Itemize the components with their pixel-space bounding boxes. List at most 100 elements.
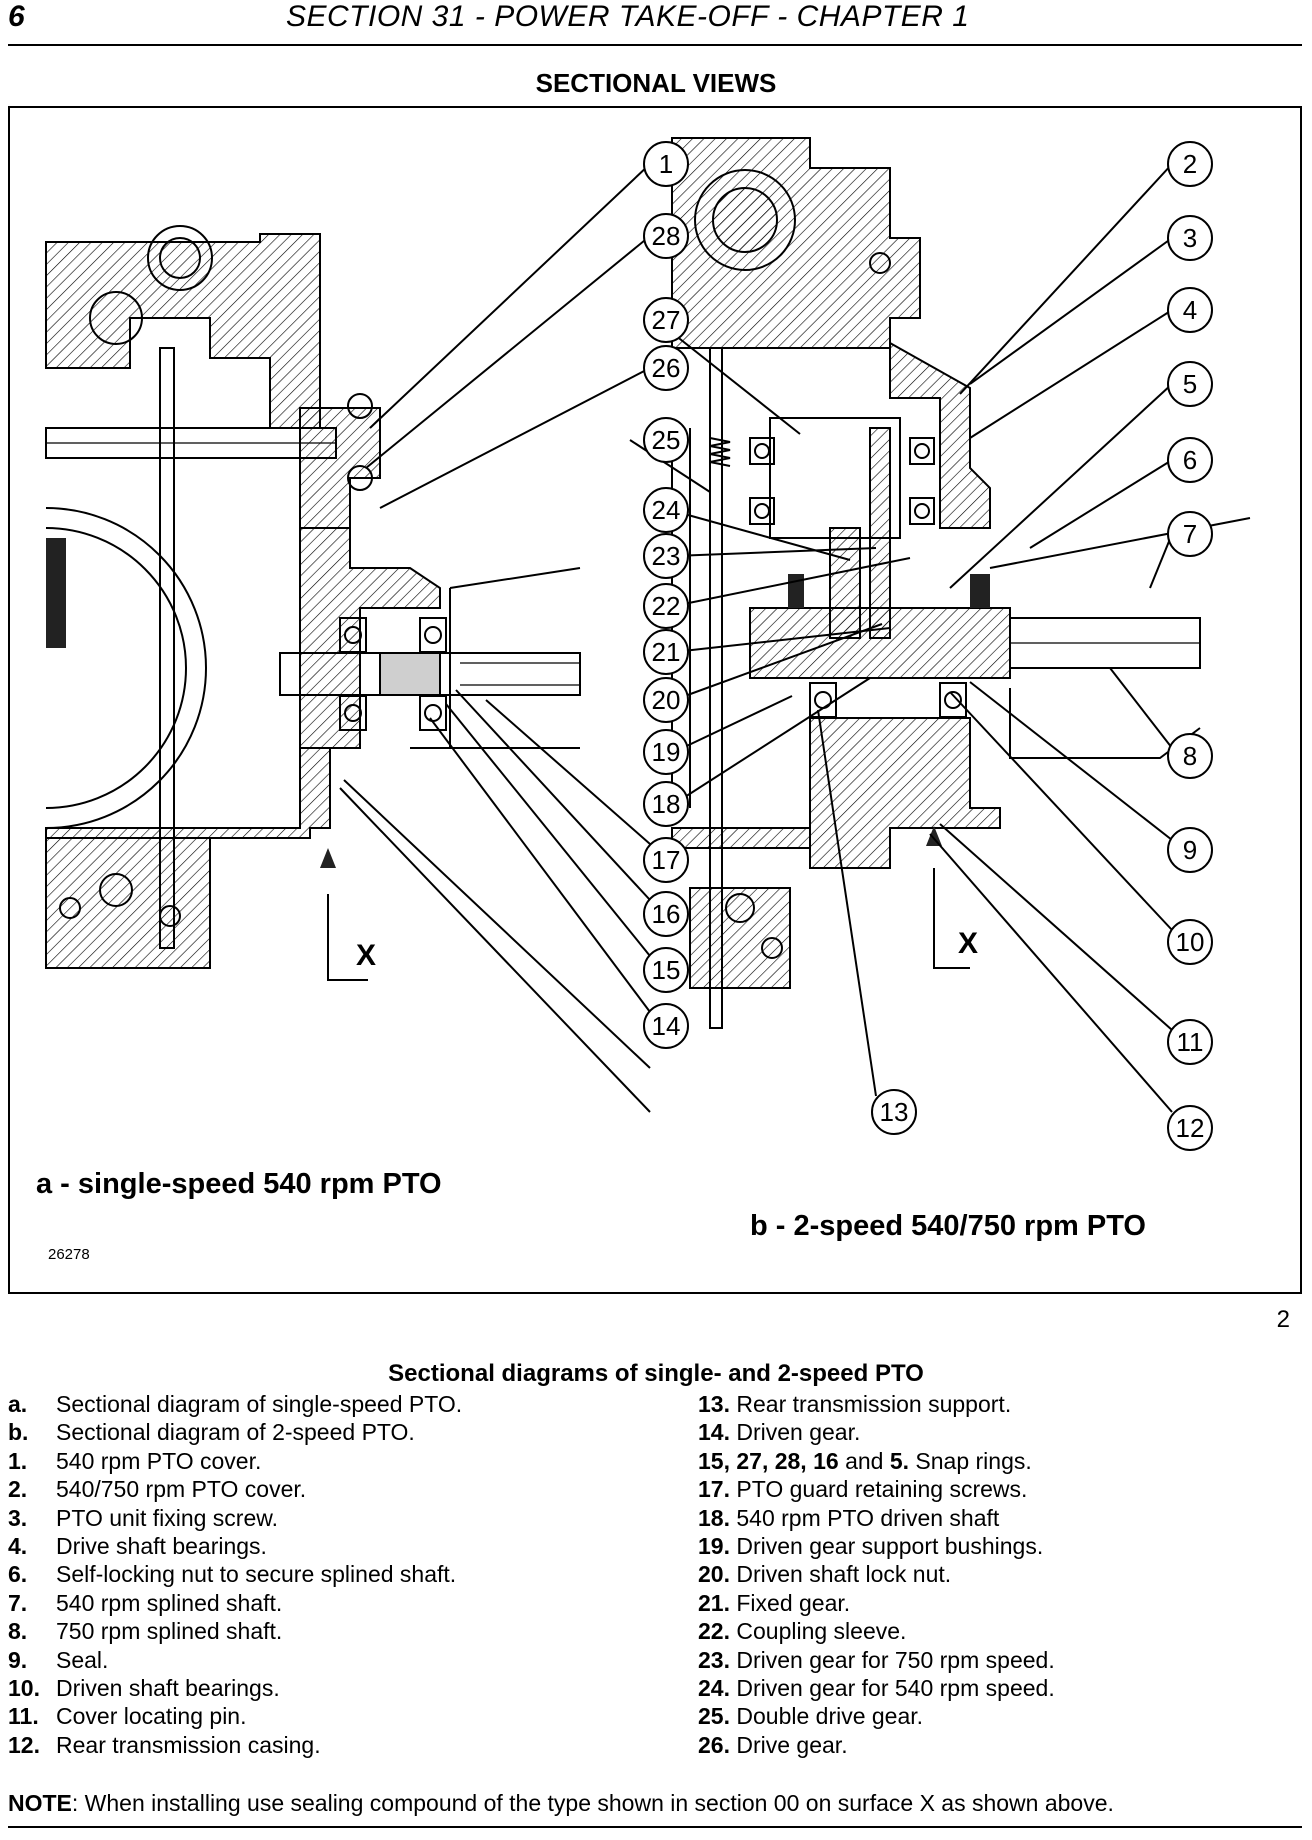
legend-item: b.Sectional diagram of 2-speed PTO. [8, 1419, 415, 1446]
legend-item: 19. Driven gear support bushings. [698, 1533, 1044, 1560]
callout-23: 23 [643, 533, 689, 579]
legend-item: 14. Driven gear. [698, 1419, 861, 1446]
svg-text:24: 24 [652, 495, 681, 525]
svg-text:17: 17 [652, 845, 681, 875]
legend-item: 17. PTO guard retaining screws. [698, 1476, 1028, 1503]
callout-8: 8 [1167, 733, 1213, 779]
svg-text:19: 19 [652, 737, 681, 767]
callout-16: 16 [643, 891, 689, 937]
callout-1: 1 [643, 141, 689, 187]
callout-18: 18 [643, 781, 689, 827]
callout-3: 3 [1167, 215, 1213, 261]
svg-text:22: 22 [652, 591, 681, 621]
svg-text:16: 16 [652, 899, 681, 929]
callout-14: 14 [643, 1003, 689, 1049]
svg-text:8: 8 [1183, 741, 1197, 771]
header-rule [8, 44, 1302, 46]
legend-item: 2.540/750 rpm PTO cover. [8, 1476, 307, 1503]
legend-item: 3.PTO unit fixing screw. [8, 1504, 278, 1531]
note-text: : When installing use sealing compound o… [71, 1790, 1114, 1816]
legend-item: 4.Drive shaft bearings. [8, 1533, 267, 1560]
legend-left-column: a.Sectional diagram of single-speed PTO.… [8, 1390, 668, 1759]
callout-22: 22 [643, 583, 689, 629]
svg-text:11: 11 [1177, 1027, 1204, 1057]
callout-19: 19 [643, 729, 689, 775]
legend-title: Sectional diagrams of single- and 2-spee… [388, 1360, 924, 1387]
svg-text:3: 3 [1183, 223, 1197, 253]
callout-24: 24 [643, 487, 689, 533]
legend-item: 12.Rear transmission casing. [8, 1731, 321, 1758]
legend-item: 1.540 rpm PTO cover. [8, 1447, 262, 1474]
callout-2: 2 [1167, 141, 1213, 187]
svg-text:28: 28 [652, 221, 681, 251]
svg-text:20: 20 [652, 685, 681, 715]
callout-9: 9 [1167, 827, 1213, 873]
svg-text:1: 1 [659, 149, 673, 179]
surface-x-label-b: X [958, 927, 978, 960]
legend-item: 22. Coupling sleeve. [698, 1618, 907, 1645]
callout-20: 20 [643, 677, 689, 723]
legend-item: 7.540 rpm splined shaft. [8, 1589, 283, 1616]
sectional-drawing: X [45, 137, 1251, 1151]
svg-text:6: 6 [1183, 445, 1197, 475]
legend-item: 8.750 rpm splined shaft. [8, 1618, 283, 1645]
callout-5: 5 [1167, 361, 1213, 407]
callout-26: 26 [643, 345, 689, 391]
figure-title: SECTIONAL VIEWS [535, 68, 777, 98]
footer-rule [8, 1826, 1302, 1828]
callout-27: 27 [643, 297, 689, 343]
installation-note: NOTE: When installing use sealing compou… [8, 1790, 1114, 1817]
legend-item: 24. Driven gear for 540 rpm speed. [698, 1675, 1055, 1702]
figure-number: 2 [1276, 1306, 1290, 1333]
svg-text:23: 23 [652, 541, 681, 571]
svg-text:10: 10 [1176, 927, 1205, 957]
view-a-drawing: X [45, 225, 581, 981]
legend-item: 26. Drive gear. [698, 1731, 848, 1758]
svg-text:27: 27 [652, 305, 681, 335]
svg-text:4: 4 [1183, 295, 1197, 325]
figure-frame: X [8, 106, 1302, 1294]
svg-text:21: 21 [652, 637, 681, 667]
callout-15: 15 [643, 947, 689, 993]
legend-item: 23. Driven gear for 750 rpm speed. [698, 1646, 1055, 1673]
callout-4: 4 [1167, 287, 1213, 333]
svg-text:12: 12 [1176, 1113, 1205, 1143]
callout-25: 25 [643, 417, 689, 463]
legend-item: 21. Fixed gear. [698, 1589, 851, 1616]
legend-item: 20. Driven shaft lock nut. [698, 1561, 952, 1588]
page-header: 6 SECTION 31 - POWER TAKE-OFF - CHAPTER … [8, 0, 1304, 40]
callout-21: 21 [643, 629, 689, 675]
surface-x-label-a: X [356, 939, 376, 972]
svg-text:18: 18 [652, 789, 681, 819]
legend-item: 6.Self-locking nut to secure splined sha… [8, 1561, 457, 1588]
section-title: SECTION 31 - POWER TAKE-OFF - CHAPTER 1 [286, 0, 970, 33]
svg-text:7: 7 [1183, 519, 1197, 549]
legend-right-column: 13. Rear transmission support. 14. Drive… [698, 1390, 1298, 1759]
legend-item: 10.Driven shaft bearings. [8, 1675, 280, 1702]
callout-10: 10 [1167, 919, 1213, 965]
caption-two-speed: b - 2-speed 540/750 rpm PTO [750, 1210, 1146, 1242]
callout-13: 13 [871, 1089, 917, 1135]
svg-text:13: 13 [880, 1097, 909, 1127]
leader-lines [339, 163, 1173, 1113]
drawing-reference-number: 26278 [48, 1246, 90, 1263]
svg-text:25: 25 [652, 425, 681, 455]
legend-item: 13. Rear transmission support. [698, 1391, 1012, 1417]
note-label: NOTE [8, 1790, 72, 1816]
callout-6: 6 [1167, 437, 1213, 483]
svg-text:5: 5 [1183, 369, 1197, 399]
svg-text:26: 26 [652, 353, 681, 383]
callout-12: 12 [1167, 1105, 1213, 1151]
view-b-drawing: X [671, 137, 1251, 1029]
callout-17: 17 [643, 837, 689, 883]
svg-text:9: 9 [1183, 835, 1197, 865]
legend-item: 18. 540 rpm PTO driven shaft [698, 1504, 1000, 1531]
page-number: 6 [8, 0, 25, 33]
callout-7: 7 [1167, 511, 1213, 557]
callout-11: 11 [1167, 1019, 1213, 1065]
caption-single-speed: a - single-speed 540 rpm PTO [36, 1168, 442, 1200]
legend-item: 25. Double drive gear. [698, 1703, 924, 1730]
svg-text:2: 2 [1183, 149, 1197, 179]
svg-text:14: 14 [652, 1011, 681, 1041]
legend-item: 9.Seal. [8, 1646, 109, 1673]
